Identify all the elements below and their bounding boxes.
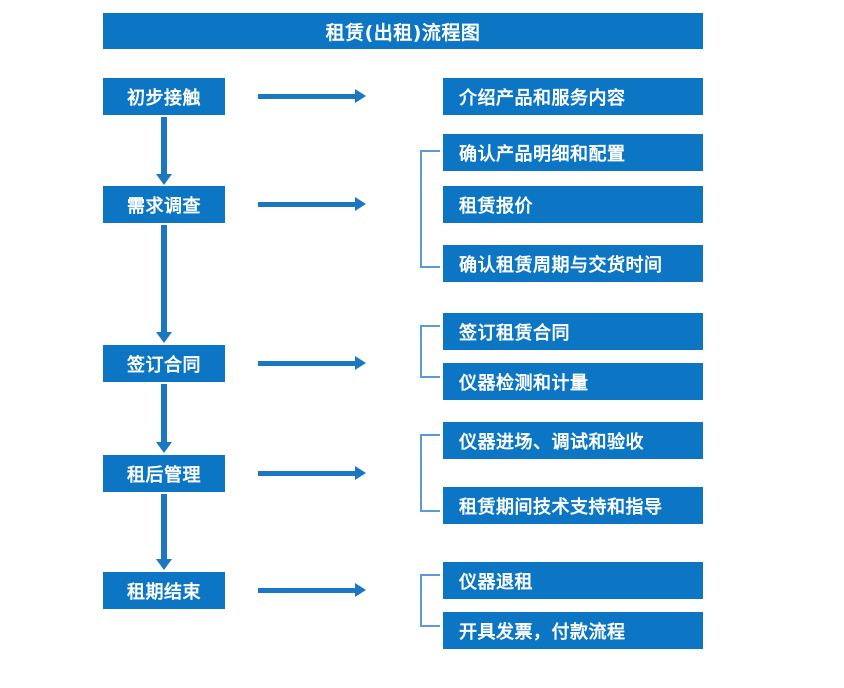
vertical-arrow-4-to-5 (153, 494, 175, 570)
stage-box-4[interactable]: 租后管理 (103, 455, 225, 492)
group-bracket-closing (420, 574, 440, 627)
stage-box-3[interactable]: 签订合同 (103, 345, 225, 382)
horizontal-arrow-4 (258, 463, 366, 483)
vertical-arrow-2-to-3 (153, 225, 175, 343)
horizontal-arrow-5 (258, 580, 366, 600)
vertical-arrow-3-to-4 (153, 384, 175, 453)
detail-box-2[interactable]: 确认产品明细和配置 (443, 134, 703, 171)
stage-box-5[interactable]: 租期结束 (103, 572, 225, 609)
detail-box-1[interactable]: 介绍产品和服务内容 (443, 78, 703, 115)
group-bracket-requirements (420, 150, 440, 268)
stage-box-1[interactable]: 初步接触 (103, 78, 225, 115)
detail-box-8[interactable]: 租赁期间技术支持和指导 (443, 487, 703, 524)
detail-box-5[interactable]: 签订租赁合同 (443, 313, 703, 350)
detail-box-3[interactable]: 租赁报价 (443, 186, 703, 223)
vertical-arrow-1-to-2 (153, 117, 175, 185)
detail-box-10[interactable]: 开具发票，付款流程 (443, 612, 703, 649)
detail-box-9[interactable]: 仪器退租 (443, 562, 703, 599)
detail-box-6[interactable]: 仪器检测和计量 (443, 363, 703, 400)
horizontal-arrow-1 (258, 86, 366, 106)
group-bracket-management (420, 434, 440, 512)
diagram-title: 租赁(出租)流程图 (103, 13, 703, 49)
detail-box-4[interactable]: 确认租赁周期与交货时间 (443, 245, 703, 282)
horizontal-arrow-3 (258, 353, 366, 373)
detail-box-7[interactable]: 仪器进场、调试和验收 (443, 422, 703, 459)
group-bracket-contract (420, 325, 440, 378)
stage-box-2[interactable]: 需求调查 (103, 186, 225, 223)
horizontal-arrow-2 (258, 194, 366, 214)
